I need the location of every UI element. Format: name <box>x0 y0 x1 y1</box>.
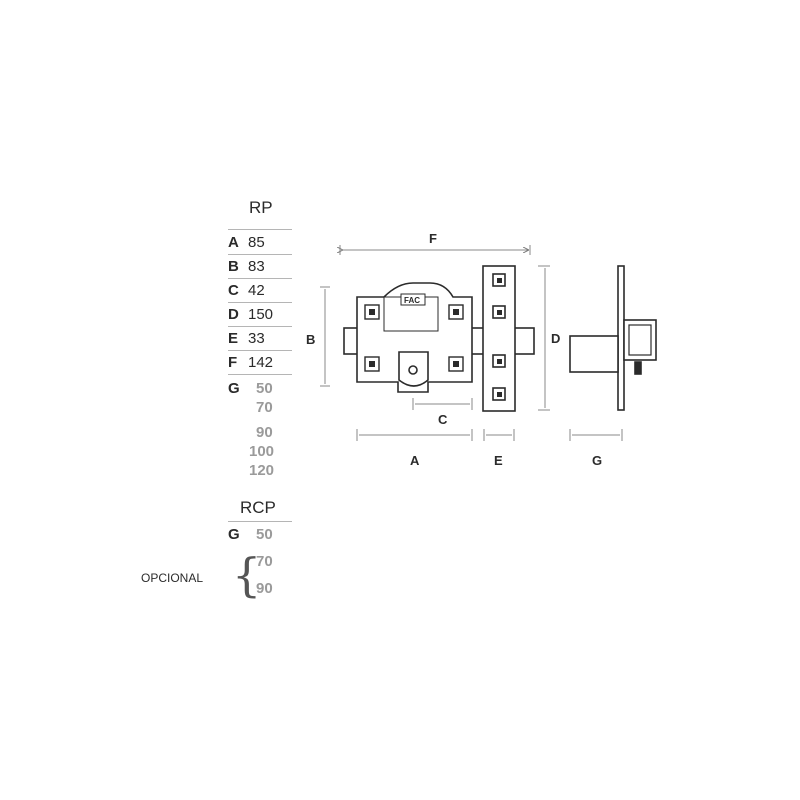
dim-label-b: B <box>306 332 315 347</box>
spec-value: 142 <box>248 354 274 371</box>
spec-row-d: D 150 <box>228 304 273 326</box>
dimension-e <box>483 429 515 441</box>
rp-g-value: 120 <box>249 462 275 479</box>
dimension-b <box>320 286 330 387</box>
spec-value: 33 <box>248 330 265 347</box>
spec-row-f: F 142 <box>228 352 273 374</box>
rp-g-value: 100 <box>249 443 275 460</box>
keeper-plate <box>482 265 516 412</box>
brand-logo: FAC <box>404 296 420 305</box>
rp-g-key: G <box>228 380 240 397</box>
screw-icon <box>364 304 464 372</box>
optional-value: 70 <box>256 553 273 570</box>
dimension-f <box>340 245 531 255</box>
dimension-g <box>569 429 623 441</box>
curly-brace-icon: { <box>232 548 262 602</box>
rp-title: RP <box>249 198 273 217</box>
rp-g-value: 90 <box>256 424 273 441</box>
optional-value: 90 <box>256 580 273 597</box>
dim-label-c: C <box>438 412 448 427</box>
divider <box>228 374 292 375</box>
divider <box>228 350 292 351</box>
divider <box>228 302 292 303</box>
rcp-title: RCP <box>240 498 276 517</box>
dimension-d <box>538 265 550 411</box>
rp-g-value: 70 <box>256 399 273 416</box>
spec-row-b: B 83 <box>228 256 265 278</box>
dimension-a <box>356 429 473 441</box>
divider <box>228 254 292 255</box>
rp-g-value: 50 <box>256 380 273 397</box>
divider <box>228 521 292 522</box>
spec-row-e: E 33 <box>228 328 265 350</box>
dim-label-g: G <box>592 453 602 468</box>
spec-key: A <box>228 234 239 251</box>
rcp-g-value: 50 <box>256 526 273 543</box>
divider <box>228 326 292 327</box>
dim-label-d: D <box>551 331 560 346</box>
spec-key: E <box>228 330 239 347</box>
spec-key: D <box>228 306 239 323</box>
spec-row-a: A 85 <box>228 232 265 254</box>
spec-value: 150 <box>248 306 274 323</box>
spec-key: B <box>228 258 239 275</box>
dim-label-a: A <box>410 453 420 468</box>
dim-label-f: F <box>429 231 437 246</box>
rcp-g-key: G <box>228 526 240 543</box>
side-view <box>569 265 657 411</box>
dim-label-e: E <box>494 453 503 468</box>
divider <box>228 278 292 279</box>
dimension-c <box>412 398 473 410</box>
spec-value: 85 <box>248 234 265 251</box>
spec-value: 42 <box>248 282 265 299</box>
spec-key: C <box>228 282 239 299</box>
spec-value: 83 <box>248 258 265 275</box>
optional-label: OPCIONAL <box>141 571 204 585</box>
divider <box>228 229 292 230</box>
spec-key: F <box>228 354 238 371</box>
spec-row-c: C 42 <box>228 280 265 302</box>
